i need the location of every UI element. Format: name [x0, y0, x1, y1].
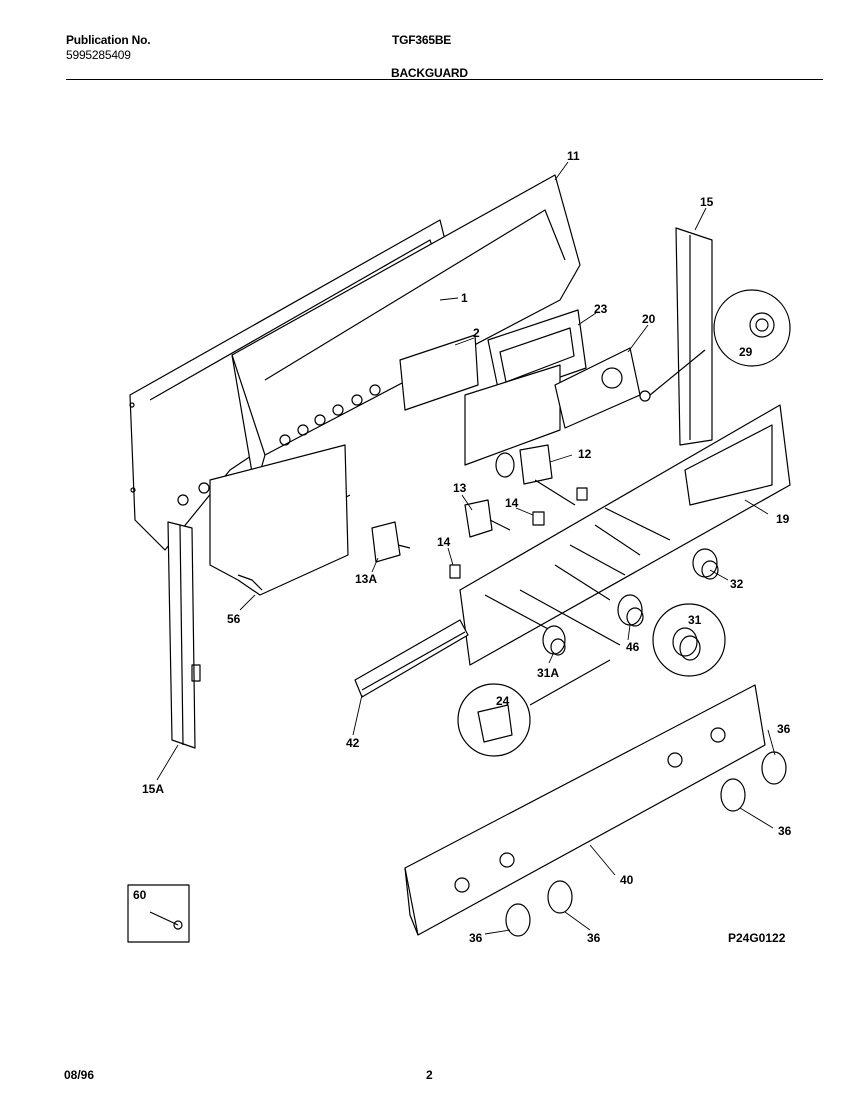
panel-hardware	[484, 507, 671, 646]
switch-14-lower-part	[449, 564, 461, 579]
callout-31a: 31A	[537, 666, 559, 680]
clock-bracket-part	[464, 309, 587, 466]
small-switch-part	[576, 487, 588, 501]
side-trim-right-part	[675, 227, 713, 446]
callout-40: 40	[620, 873, 634, 887]
switch-13-part	[464, 499, 511, 538]
knob-31a-part	[542, 625, 566, 656]
callout-1: 1	[461, 291, 468, 305]
callout-11: 11	[567, 149, 580, 163]
callout-13a: 13A	[355, 572, 377, 586]
publication-number: 5995285409	[66, 48, 131, 62]
callout-46: 31	[688, 613, 702, 627]
footer-date: 08/96	[64, 1068, 95, 1082]
side-trim-left-part	[167, 521, 201, 749]
switch-inset-24	[457, 659, 611, 757]
model-number: TGF365BE	[392, 33, 452, 47]
callout-32: 32	[730, 577, 744, 591]
callout-36-top: 36	[777, 722, 791, 736]
callout-60: 60	[133, 888, 147, 902]
callout-12: 12	[578, 447, 592, 461]
callout-20: 20	[642, 312, 656, 326]
manifold-panel-part	[404, 684, 766, 936]
drawing-code: P24G0122	[728, 931, 786, 945]
page-number: 2	[426, 1068, 433, 1082]
lower-shield-part	[209, 444, 349, 596]
switch-14-upper-part	[532, 511, 545, 526]
control-panel-part	[459, 404, 791, 666]
callout-23: 23	[594, 302, 608, 316]
knob-inset-29	[649, 289, 791, 396]
callout-14-lower: 14	[437, 535, 451, 549]
knob-31-part	[617, 594, 644, 627]
callout-29: 29	[739, 345, 753, 359]
clock-timer-part	[554, 347, 651, 429]
screw-inset-60	[127, 884, 190, 943]
callout-15: 15	[700, 195, 714, 209]
knob-32-part	[692, 548, 719, 580]
igniter-module-part	[495, 444, 576, 506]
callout-19: 19	[776, 512, 790, 526]
trim-strip-part	[354, 619, 469, 698]
callout-56: 56	[227, 612, 241, 626]
callout-36-center: 36	[587, 931, 601, 945]
callout-36-right: 36	[778, 824, 792, 838]
callout-13: 13	[453, 481, 467, 495]
callout-15a: 15A	[142, 782, 164, 796]
leader-lines	[156, 161, 776, 935]
callout-24: 24	[496, 694, 510, 708]
switch-13a-part	[371, 521, 411, 563]
header-rule	[66, 79, 823, 80]
burner-knobs	[505, 751, 787, 937]
callout-36-left: 36	[469, 931, 483, 945]
publication-label: Publication No.	[66, 33, 151, 47]
section-title: BACKGUARD	[391, 66, 468, 80]
callout-14-upper: 14	[505, 496, 519, 510]
callout-31: 46	[626, 640, 640, 654]
callout-2: 2	[473, 326, 480, 340]
knob-inset-46	[652, 603, 726, 677]
callout-42: 42	[346, 736, 360, 750]
bracket-part	[399, 334, 479, 411]
